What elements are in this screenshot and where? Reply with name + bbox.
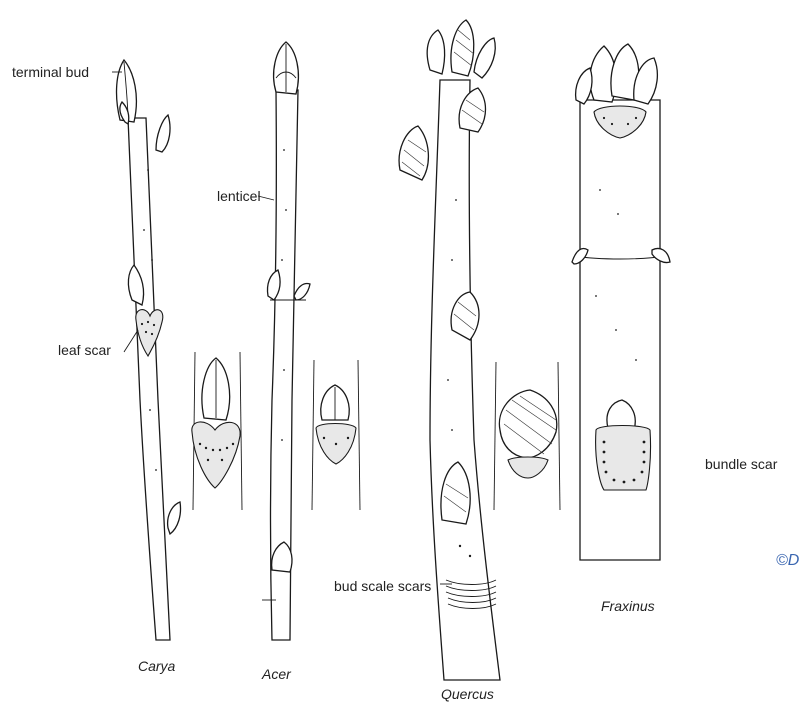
- lenticel-label: lenticel: [217, 188, 261, 204]
- bud-scale-scars-label: bud scale scars: [334, 578, 431, 594]
- carya-detail-inset: [192, 352, 242, 510]
- copyright-watermark: ©D: [776, 552, 799, 570]
- carya-caption: Carya: [138, 658, 175, 674]
- leaf-scar-label: leaf scar: [58, 342, 111, 358]
- quercus-detail-inset: [494, 362, 560, 510]
- acer-twig: [262, 42, 310, 640]
- acer-caption: Acer: [262, 666, 291, 682]
- carya-twig: [117, 60, 181, 640]
- fraxinus-caption: Fraxinus: [601, 598, 655, 614]
- terminal-bud-label: terminal bud: [12, 64, 89, 80]
- fraxinus-leaf-scar: [596, 426, 651, 491]
- fraxinus-twig: [572, 44, 670, 560]
- quercus-caption: Quercus: [441, 686, 494, 702]
- acer-detail-inset: [312, 360, 360, 510]
- bundle-scar-label: bundle scar: [705, 456, 777, 472]
